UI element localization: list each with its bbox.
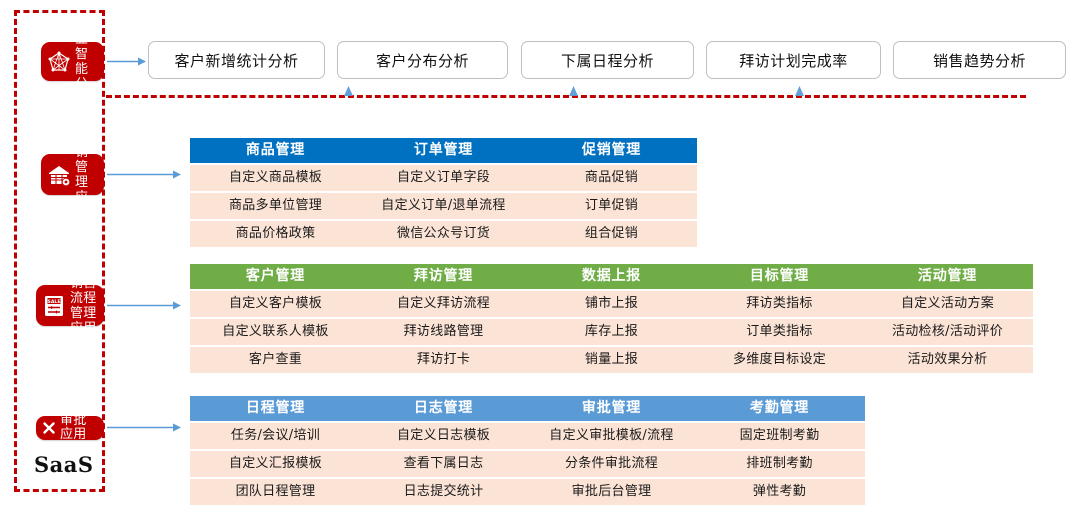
saas-label: SaaS [34, 452, 94, 477]
analysis-button-2[interactable]: 下属日程分析 [521, 41, 694, 79]
analysis-button-3[interactable]: 拜访计划完成率 [706, 41, 881, 79]
module-item[interactable]: 团队日程管理 [190, 479, 361, 505]
connector-arrow-approval [107, 423, 181, 432]
module-item[interactable]: 自定义拜访流程 [358, 291, 529, 317]
sidebar-badge-bi-analysis[interactable]: 商业智 能分析 [41, 17, 104, 107]
module-item[interactable]: 弹性考勤 [694, 479, 865, 505]
module-item[interactable]: 商品价格政策 [190, 221, 361, 247]
module-card-journal[interactable]: 日志管理 自定义日志模板 查看下属日志 日志提交统计 [358, 396, 529, 505]
module-card-title: 客户管理 [190, 264, 361, 289]
analysis-button-0[interactable]: 客户新增统计分析 [148, 41, 325, 79]
sale-document-icon: SALE [41, 293, 67, 319]
module-item[interactable]: 商品促销 [526, 165, 697, 191]
module-item[interactable]: 销量上报 [526, 347, 697, 373]
module-card-title: 订单管理 [358, 138, 529, 163]
module-item[interactable]: 自定义商品模板 [190, 165, 361, 191]
saas-boundary-box [14, 10, 105, 492]
module-item[interactable]: 活动检核/活动评价 [862, 319, 1033, 345]
module-item[interactable]: 客户查重 [190, 347, 361, 373]
module-card-title: 考勤管理 [694, 396, 865, 421]
module-card-data-report[interactable]: 数据上报 铺市上报 库存上报 销量上报 [526, 264, 697, 373]
module-card-title: 日程管理 [190, 396, 361, 421]
module-item[interactable]: 订单类指标 [694, 319, 865, 345]
analysis-button-1[interactable]: 客户分布分析 [337, 41, 508, 79]
sidebar-badge-label: 动销管 理应用 [75, 129, 89, 220]
module-item[interactable]: 活动效果分析 [862, 347, 1033, 373]
module-item[interactable]: 任务/会议/培训 [190, 423, 361, 449]
module-item[interactable]: 自定义日志模板 [358, 423, 529, 449]
module-item[interactable]: 拜访打卡 [358, 347, 529, 373]
module-item[interactable]: 固定班制考勤 [694, 423, 865, 449]
module-item[interactable]: 分条件审批流程 [526, 451, 697, 477]
connector-arrow-promotion [107, 170, 181, 179]
module-item[interactable]: 自定义活动方案 [862, 291, 1033, 317]
module-item[interactable]: 商品多单位管理 [190, 193, 361, 219]
module-item[interactable]: 自定义客户模板 [190, 291, 361, 317]
x-mark-icon [41, 420, 57, 436]
connector-arrow-bi [107, 57, 146, 66]
module-item[interactable]: 查看下属日志 [358, 451, 529, 477]
module-card-title: 促销管理 [526, 138, 697, 163]
module-card-customer[interactable]: 客户管理 自定义客户模板 自定义联系人模板 客户查重 [190, 264, 361, 373]
module-item[interactable]: 拜访类指标 [694, 291, 865, 317]
module-item[interactable]: 铺市上报 [526, 291, 697, 317]
flow-marker-triangle [795, 86, 804, 96]
network-graph-icon [46, 49, 72, 75]
sidebar-badge-sales-process-app[interactable]: SALE 销售流程 管理应用 [36, 276, 104, 336]
module-item[interactable]: 自定义订单字段 [358, 165, 529, 191]
sidebar-badge-approval-app[interactable]: 审批应用 [36, 413, 104, 442]
flow-marker-triangle [344, 86, 353, 96]
module-card-activity[interactable]: 活动管理 自定义活动方案 活动检核/活动评价 活动效果分析 [862, 264, 1033, 373]
section-divider-dashed [106, 95, 1026, 98]
module-card-title: 目标管理 [694, 264, 865, 289]
module-card-promotion[interactable]: 促销管理 商品促销 订单促销 组合促销 [526, 138, 697, 247]
connector-arrow-sales-process [107, 301, 181, 310]
analysis-button-4[interactable]: 销售趋势分析 [893, 41, 1066, 79]
sidebar-badge-label: 销售流程 管理应用 [70, 275, 97, 336]
module-card-approval[interactable]: 审批管理 自定义审批模板/流程 分条件审批流程 审批后台管理 [526, 396, 697, 505]
module-card-order[interactable]: 订单管理 自定义订单字段 自定义订单/退单流程 微信公众号订货 [358, 138, 529, 247]
module-card-commodity[interactable]: 商品管理 自定义商品模板 商品多单位管理 商品价格政策 [190, 138, 361, 247]
module-item[interactable]: 拜访线路管理 [358, 319, 529, 345]
module-item[interactable]: 自定义汇报模板 [190, 451, 361, 477]
module-item[interactable]: 库存上报 [526, 319, 697, 345]
module-item[interactable]: 组合促销 [526, 221, 697, 247]
module-card-title: 数据上报 [526, 264, 697, 289]
module-item[interactable]: 微信公众号订货 [358, 221, 529, 247]
module-card-title: 商品管理 [190, 138, 361, 163]
module-item[interactable]: 多维度目标设定 [694, 347, 865, 373]
svg-text:SALE: SALE [48, 298, 61, 304]
module-card-schedule[interactable]: 日程管理 任务/会议/培训 自定义汇报模板 团队日程管理 [190, 396, 361, 505]
module-item[interactable]: 订单促销 [526, 193, 697, 219]
module-card-title: 拜访管理 [358, 264, 529, 289]
module-item[interactable]: 日志提交统计 [358, 479, 529, 505]
module-card-title: 活动管理 [862, 264, 1033, 289]
module-item[interactable]: 自定义订单/退单流程 [358, 193, 529, 219]
module-item[interactable]: 自定义联系人模板 [190, 319, 361, 345]
module-item[interactable]: 审批后台管理 [526, 479, 697, 505]
module-card-attendance[interactable]: 考勤管理 固定班制考勤 排班制考勤 弹性考勤 [694, 396, 865, 505]
module-card-visit[interactable]: 拜访管理 自定义拜访流程 拜访线路管理 拜访打卡 [358, 264, 529, 373]
store-house-icon [46, 162, 72, 188]
module-item[interactable]: 自定义审批模板/流程 [526, 423, 697, 449]
sidebar-badge-label: 商业智 能分析 [75, 16, 89, 107]
sidebar-badge-label: 审批应用 [60, 413, 87, 442]
module-card-target[interactable]: 目标管理 拜访类指标 订单类指标 多维度目标设定 [694, 264, 865, 373]
module-item[interactable]: 排班制考勤 [694, 451, 865, 477]
module-card-title: 日志管理 [358, 396, 529, 421]
module-card-title: 审批管理 [526, 396, 697, 421]
sidebar-badge-sales-promotion-app[interactable]: 动销管 理应用 [41, 130, 104, 220]
flow-marker-triangle [569, 86, 578, 96]
